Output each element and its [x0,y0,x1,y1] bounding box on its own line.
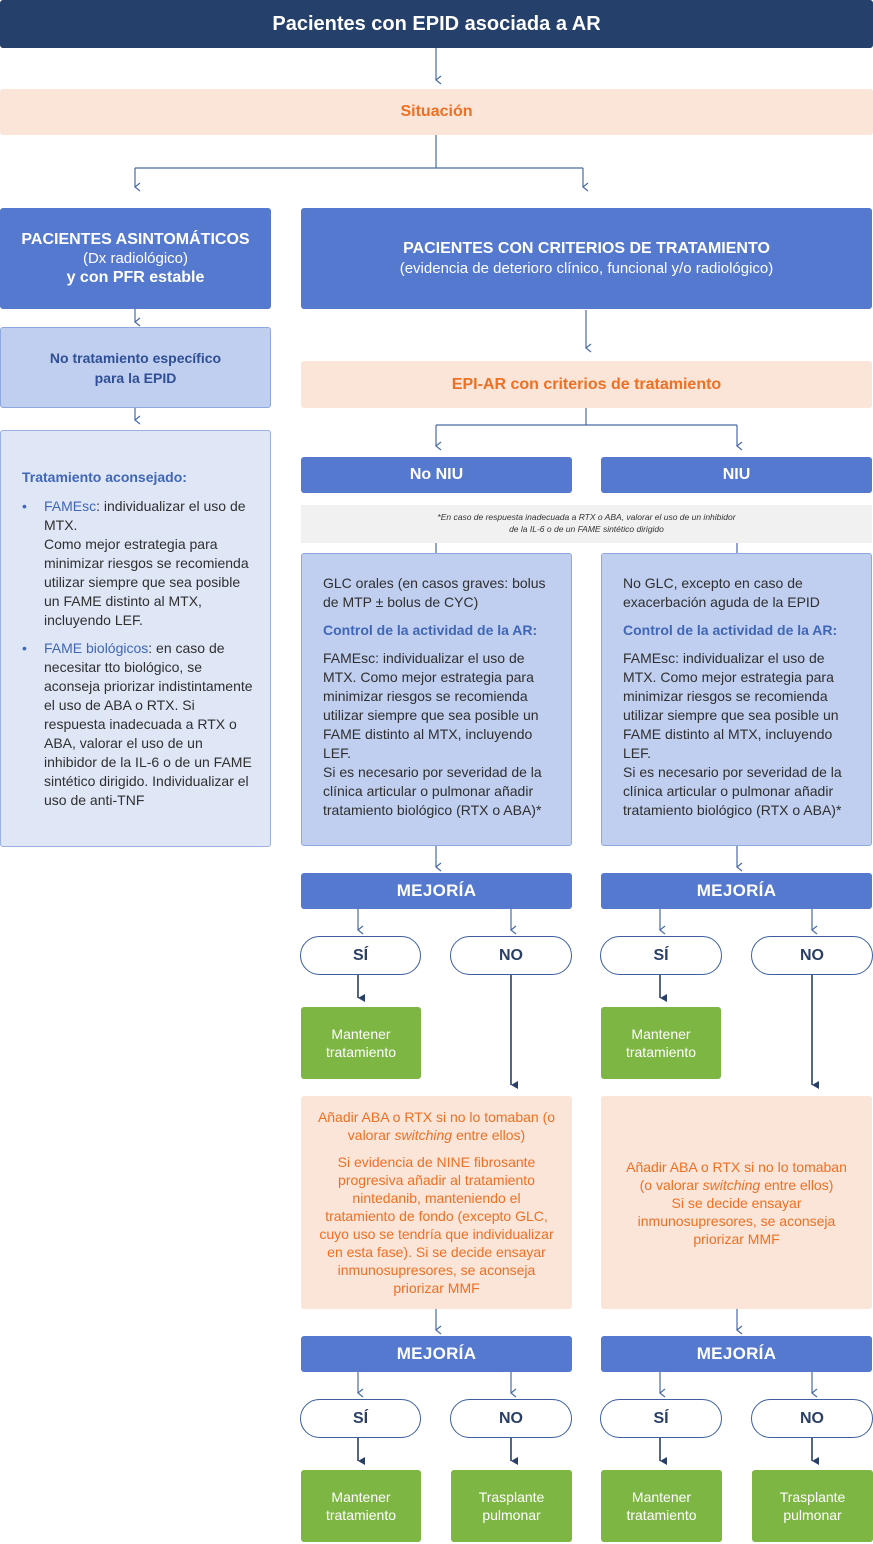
add-text: entre ellos) [760,1176,834,1193]
bullet-icon: • [22,640,27,656]
add-text: Añadir ABA o RTX si no lo tomaban (o val… [317,1109,556,1143]
niu-mejoria-2: MEJORÍA [601,1336,872,1372]
niu-label: NIU [722,466,751,483]
no-niu-box: No NIU [301,457,572,493]
niu-no-1: NO [751,936,873,975]
asintomaticos-line3: y con PFR estable [66,269,205,286]
add-text: entre ellos) [452,1127,526,1143]
no-niu-no-2: NO [450,1399,572,1438]
no-label: NO [800,946,824,964]
tratamiento-aconsejado-title: Tratamiento aconsejado: [22,469,187,485]
footnote-line1: *En caso de respuesta inadecuada a RTX o… [437,512,736,522]
si-label: SÍ [352,1409,369,1427]
no-niu-trasplante: Trasplante pulmonar [451,1470,572,1542]
niu-glc: No GLC, excepto en caso de exacerbación … [623,575,820,610]
title-box: Pacientes con EPID asociada a AR [0,0,873,48]
no-niu-treatment-box [301,553,572,846]
mejoria-label: MEJORÍA [696,1344,777,1363]
no-niu-add-p1: Añadir ABA o RTX si no lo tomaban (o val… [317,1108,556,1144]
tratamiento-aconsejado-box [0,430,271,847]
mantener-label: Mantener tratamiento [325,1489,397,1523]
si-label: SÍ [352,946,369,964]
fame-biologicos-text: : en caso de necesitar tto biológico, se… [44,640,253,808]
no-niu-famesc: FAMEsc: individualizar el uso de MTX. Co… [323,650,539,761]
mejoria-label: MEJORÍA [396,1344,477,1363]
niu-severidad: Si es necesario por severidad de la clín… [623,764,842,818]
no-label: NO [499,946,523,964]
no-niu-mejoria-1: MEJORÍA [301,873,572,909]
list-item: • FAME biológicos: en caso de necesitar … [22,639,258,810]
no-niu-si-2: SÍ [300,1399,421,1438]
no-niu-label: No NIU [409,466,464,483]
niu-add-p1: Añadir ABA o RTX si no lo tomaban (o val… [623,1158,850,1194]
niu-si-1: SÍ [600,936,722,975]
no-niu-mejoria-2: MEJORÍA [301,1336,572,1372]
add-text-em: switching [394,1127,453,1143]
niu-no-2: NO [751,1399,873,1438]
add-text: Añadir ABA o RTX si no lo tomaban (o val… [626,1158,847,1193]
si-label: SÍ [653,946,669,964]
no-niu-treatment-content: GLC orales (en casos graves: bolus de MT… [323,574,557,820]
no-tratamiento-line1: No tratamiento específico [49,349,222,366]
niu-control-title: Control de la actividad de la AR: [623,622,838,638]
no-niu-mantener-1: Mantener tratamiento [301,1007,421,1079]
no-niu-add-p2: Si evidencia de NINE fibrosante progresi… [319,1154,554,1296]
no-niu-glc: GLC orales (en casos graves: bolus de MT… [323,575,546,610]
footnote-box: *En caso de respuesta inadecuada a RTX o… [301,505,872,543]
mejoria-label: MEJORÍA [696,881,777,900]
list-item: • FAMEsc: individualizar el uso de MTX. … [22,497,258,630]
criterios-line2: (evidencia de deterioro clínico, funcion… [399,259,774,277]
asintomaticos-line1: PACIENTES ASINTOMÁTICOS [21,231,250,248]
no-niu-si-1: SÍ [300,936,421,975]
trasplante-label: Trasplante pulmonar [779,1489,846,1523]
mejoria-label: MEJORÍA [396,881,477,900]
tratamiento-list: • FAMEsc: individualizar el uso de MTX. … [22,497,258,810]
add-text-em: switching [702,1176,761,1193]
mantener-label: Mantener tratamiento [625,1026,697,1060]
no-label: NO [800,1409,824,1427]
niu-mantener-1: Mantener tratamiento [601,1007,721,1079]
niu-trasplante: Trasplante pulmonar [752,1470,873,1542]
famesc-more: Como mejor estrategia para minimizar rie… [44,536,249,628]
no-tratamiento-box: No tratamiento específico para la EPID [0,327,271,408]
epi-ar-text: EPI-AR con criterios de tratamiento [451,375,722,393]
footnote-line2: de la IL-6 o de un FAME sintético dirigi… [509,524,664,534]
no-niu-add-box: Añadir ABA o RTX si no lo tomaban (o val… [301,1096,572,1309]
niu-mantener-2: Mantener tratamiento [601,1470,722,1542]
niu-treatment-content: No GLC, excepto en caso de exacerbación … [623,574,857,820]
niu-add-p2: Si se decide ensayar inmunosupresores, s… [637,1194,836,1247]
no-niu-mantener-2: Mantener tratamiento [301,1470,421,1542]
niu-mejoria-1: MEJORÍA [601,873,872,909]
asintomaticos-box: PACIENTES ASINTOMÁTICOS (Dx radiológico)… [0,208,271,309]
niu-box: NIU [601,457,872,493]
trasplante-label: Trasplante pulmonar [478,1489,545,1523]
mantener-label: Mantener tratamiento [626,1489,697,1523]
famesc-key: FAMEsc [44,498,97,514]
famesc-text: : individualizar el uso de MTX. [44,498,246,533]
tratamiento-aconsejado-content: Tratamiento aconsejado: • FAMEsc: indivi… [22,468,258,810]
no-niu-severidad: Si es necesario por severidad de la clín… [323,764,542,818]
criterios-box: PACIENTES CON CRITERIOS DE TRATAMIENTO (… [301,208,872,309]
situacion-text: Situación [400,103,473,120]
niu-famesc: FAMEsc: individualizar el uso de MTX. Co… [623,650,839,761]
no-label: NO [499,1409,523,1427]
no-tratamiento-line2: para la EPID [94,369,177,386]
niu-treatment-box [601,553,872,846]
niu-si-2: SÍ [600,1399,722,1438]
no-niu-no-1: NO [450,936,572,975]
epi-ar-box: EPI-AR con criterios de tratamiento [301,361,872,408]
asintomaticos-line2: (Dx radiológico) [82,250,189,267]
bullet-icon: • [22,498,27,514]
title-text: Pacientes con EPID asociada a AR [272,12,601,35]
niu-add-box: Añadir ABA o RTX si no lo tomaban (o val… [601,1096,872,1309]
mantener-label: Mantener tratamiento [325,1026,397,1060]
criterios-line1: PACIENTES CON CRITERIOS DE TRATAMIENTO [403,239,770,257]
situacion-box: Situación [0,89,873,135]
no-niu-control-title: Control de la actividad de la AR: [323,622,538,638]
fame-biologicos-key: FAME biológicos [44,640,149,656]
si-label: SÍ [653,1409,669,1427]
